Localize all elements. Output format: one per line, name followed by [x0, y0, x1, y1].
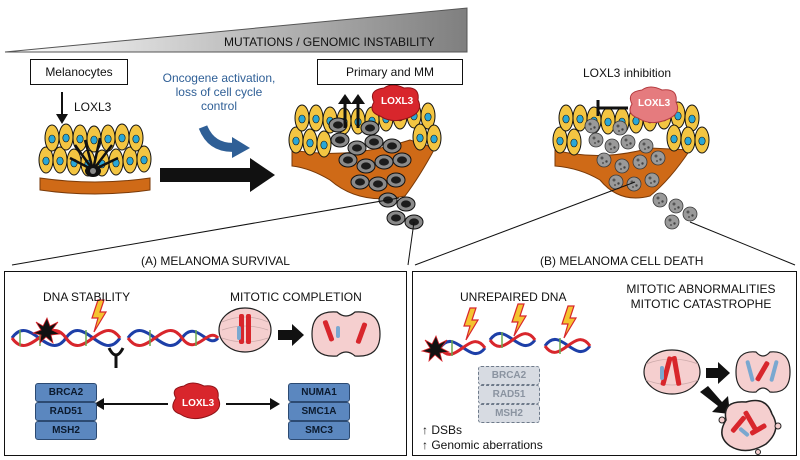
mitotic-abnormalities-label: MITOTIC ABNORMALITIES MITOTIC CATASTROPH…: [606, 282, 796, 312]
gene-smc3: SMC3: [288, 421, 350, 440]
dna-damage-burst-b: [420, 335, 451, 363]
mitotic-abn-line-1: MITOTIC ABNORMALITIES: [626, 282, 776, 296]
gene-msh2: MSH2: [35, 421, 97, 440]
panel-a: [4, 271, 407, 456]
melanocytes-box: Melanocytes: [30, 59, 128, 85]
dna-stability-label: DNA STABILITY: [43, 290, 131, 304]
mitosis-arrow-a: [278, 324, 304, 346]
mitotic-cell-b1: [643, 349, 701, 395]
loxl3-protein-icon: [371, 84, 421, 122]
melanoma-tissue: [288, 101, 442, 230]
loxl3-inhibited-text: LOXL3: [638, 98, 671, 109]
progression-arrow: [160, 158, 275, 192]
dna-damage-burst: [31, 317, 62, 345]
primary-mm-box: Primary and MM: [317, 59, 463, 85]
mitotic-cell-b2: [735, 351, 791, 393]
mitosis-arrow-b2: [700, 386, 730, 414]
oncogene-line-3: control: [200, 99, 238, 113]
gene-smc1a: SMC1A: [288, 402, 350, 421]
repair-tool-icon: [107, 347, 125, 368]
mitosis-arrow-b1: [706, 362, 730, 384]
dna-helix-fragmented: [438, 331, 592, 356]
loxl3-center-text: LOXL3: [182, 398, 215, 409]
lightning-icon-b1: [463, 307, 480, 341]
panel-b: [412, 271, 797, 456]
bullet-dsbs: ↑ DSBs: [422, 423, 463, 437]
bullet-genomic-aberrations: ↑ Genomic aberrations: [422, 438, 543, 452]
mitotic-completion-label: MITOTIC COMPLETION: [230, 290, 362, 304]
melanocyte-cell: [69, 137, 119, 177]
panel-a-title: (A) MELANOMA SURVIVAL: [141, 254, 290, 268]
gene-rad51-faded: RAD51: [478, 385, 540, 404]
dna-helix-broken: [10, 329, 220, 347]
mutation-gradient-wedge: [4, 7, 468, 53]
oncogene-text: Oncogene activation, loss of cell cycle …: [160, 71, 278, 113]
lightning-icon-b3: [561, 305, 578, 339]
oncogene-line-1: Oncogene activation,: [162, 71, 276, 85]
mitotic-abn-line-2: MITOTIC CATASTROPHE: [630, 297, 772, 311]
unrepaired-dna-label: UNREPAIRED DNA: [460, 290, 567, 304]
mutation-banner-label: MUTATIONS / GENOMIC INSTABILITY: [224, 35, 435, 49]
mitotic-cell-a1: [218, 307, 272, 353]
mitotic-cell-a2: [311, 311, 381, 357]
gene-msh2-faded: MSH2: [478, 404, 540, 423]
lightning-icon-b2: [511, 303, 528, 337]
inhibition-title: LOXL3 inhibition: [583, 66, 672, 80]
lightning-icon: [91, 299, 108, 333]
gene-rad51: RAD51: [35, 402, 97, 421]
gene-brca2-faded: BRCA2: [478, 366, 540, 385]
loxl3-inhibited-icon: [629, 86, 679, 124]
loxl3-label-left: LOXL3: [74, 100, 112, 114]
panel-b-title: (B) MELANOMA CELL DEATH: [540, 254, 704, 268]
oncogene-line-2: loss of cell cycle: [175, 85, 263, 99]
mitotic-catastrophe-cell: [718, 399, 782, 455]
loxl3-center-icon: [172, 382, 221, 420]
inhibited-tissue: [552, 101, 710, 230]
normal-skin-tissue: [38, 123, 152, 195]
gene-brca2: BRCA2: [35, 383, 97, 402]
gene-numa1: NUMA1: [288, 383, 350, 402]
loxl3-badge-text: LOXL3: [381, 96, 414, 107]
